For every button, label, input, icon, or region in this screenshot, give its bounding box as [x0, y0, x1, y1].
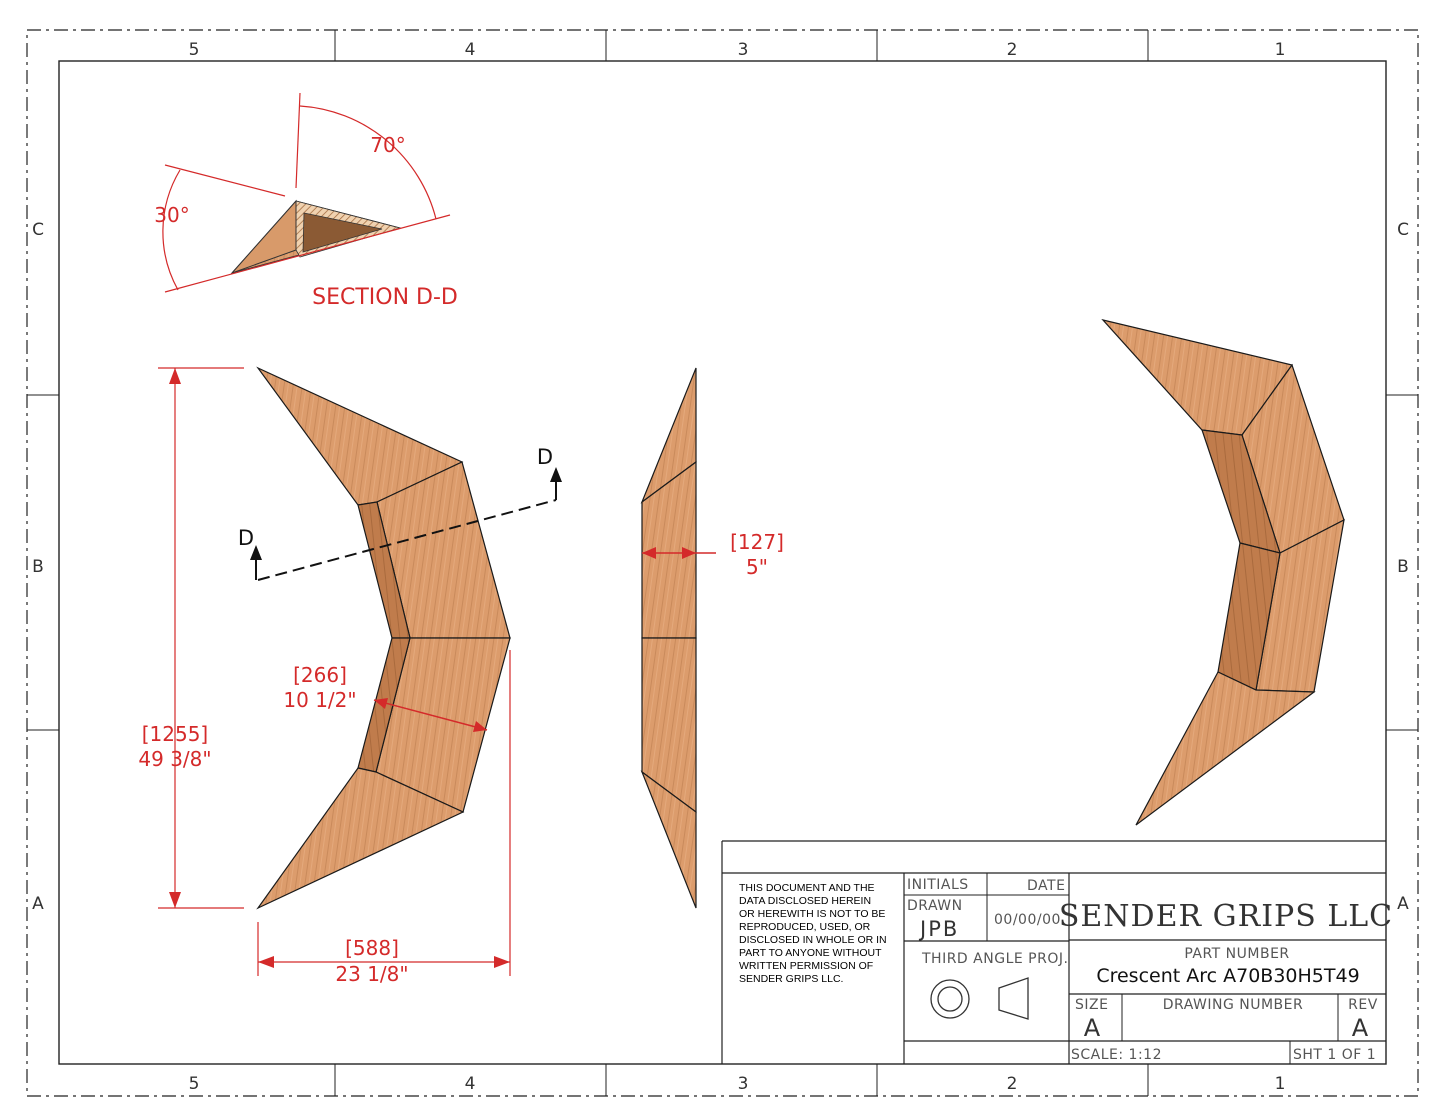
zone-labels-right: C B A [1397, 220, 1409, 914]
zone-col-5-bottom: 5 [189, 1074, 200, 1094]
title-block: THIS DOCUMENT AND THE DATA DISCLOSED HER… [721, 840, 1393, 1064]
initials-label: INITIALS [907, 877, 969, 893]
zone-col-3-bottom: 3 [738, 1074, 749, 1094]
confidentiality-notice: THIS DOCUMENT AND THE DATA DISCLOSED HER… [739, 882, 887, 985]
zone-row-b-right: B [1397, 557, 1409, 577]
zone-row-c-right: C [1397, 220, 1409, 240]
zone-col-1-top: 1 [1275, 40, 1286, 60]
zone-col-2-top: 2 [1007, 40, 1018, 60]
part-number-label: PART NUMBER [1184, 946, 1289, 962]
scale-label: SCALE: 1:12 [1071, 1047, 1162, 1063]
width-in-label: 23 1/8" [335, 962, 408, 986]
height-mm-label: [1255] [142, 722, 209, 746]
notice-line: DATA DISCLOSED HEREIN [739, 895, 871, 907]
date-label: DATE [1027, 878, 1065, 894]
zone-col-5-top: 5 [189, 40, 200, 60]
zone-col-2-bottom: 2 [1007, 1074, 1018, 1094]
notice-line: PART TO ANYONE WITHOUT [739, 947, 882, 959]
zone-labels-left: C B A [32, 220, 44, 914]
zone-col-4-top: 4 [465, 40, 476, 60]
section-mark-right: D [537, 445, 553, 469]
zone-labels-top: 5 4 3 2 1 [189, 40, 1286, 60]
zone-row-c-left: C [32, 220, 44, 240]
front-view-hold: D D [238, 366, 562, 910]
date-value: 00/00/00 [994, 912, 1061, 928]
rev-value: A [1352, 1014, 1369, 1042]
zone-row-a-left: A [32, 894, 44, 914]
notice-line: SENDER GRIPS LLC. [739, 973, 843, 985]
size-label: SIZE [1075, 997, 1108, 1013]
side-view-hold: [127] 5" [640, 367, 784, 909]
drawn-value: JPB [918, 917, 959, 941]
zone-row-a-right: A [1397, 894, 1409, 914]
height-in-label: 49 3/8" [138, 747, 211, 771]
zone-row-b-left: B [32, 557, 44, 577]
notice-line: DISCLOSED IN WHOLE OR IN [739, 934, 887, 946]
third-angle-projection-icon [930, 977, 1029, 1020]
isometric-view-hold [1101, 318, 1345, 826]
zone-col-3-top: 3 [738, 40, 749, 60]
company-name: SENDER GRIPS LLC [1059, 899, 1393, 934]
section-title: SECTION D-D [312, 285, 458, 310]
part-number-value: Crescent Arc A70B30H5T49 [1096, 965, 1359, 987]
face-in-label: 10 1/2" [283, 688, 356, 712]
notice-line: WRITTEN PERMISSION OF [739, 960, 873, 972]
notice-line: THIS DOCUMENT AND THE [739, 882, 875, 894]
drawing-number-label: DRAWING NUMBER [1163, 997, 1303, 1013]
front-view-dimensions: [1255] 49 3/8" [588] 23 1/8" [266] 10 1/… [138, 367, 511, 986]
section-angle-top-label: 70° [370, 133, 405, 157]
section-angle-left-label: 30° [154, 203, 189, 227]
projection-label: THIRD ANGLE PROJ. [921, 951, 1068, 967]
size-value: A [1084, 1014, 1101, 1042]
sheet-label: SHT 1 OF 1 [1293, 1047, 1376, 1063]
width-mm-label: [588] [345, 936, 399, 960]
notice-line: REPRODUCED, USED, OR [739, 921, 871, 933]
rev-label: REV [1348, 997, 1378, 1013]
face-mm-label: [266] [293, 663, 347, 687]
zone-labels-bottom: 5 4 3 2 1 [189, 1074, 1286, 1094]
section-d-d-view: 70° 30° SECTION D-D [154, 92, 458, 310]
notice-line: OR HEREWITH IS NOT TO BE [739, 908, 885, 920]
zone-col-1-bottom: 1 [1275, 1074, 1286, 1094]
thickness-in-label: 5" [746, 555, 768, 579]
zone-col-4-bottom: 4 [465, 1074, 476, 1094]
drawn-label: DRAWN [907, 898, 963, 914]
section-mark-left: D [238, 526, 254, 550]
thickness-mm-label: [127] [730, 530, 784, 554]
